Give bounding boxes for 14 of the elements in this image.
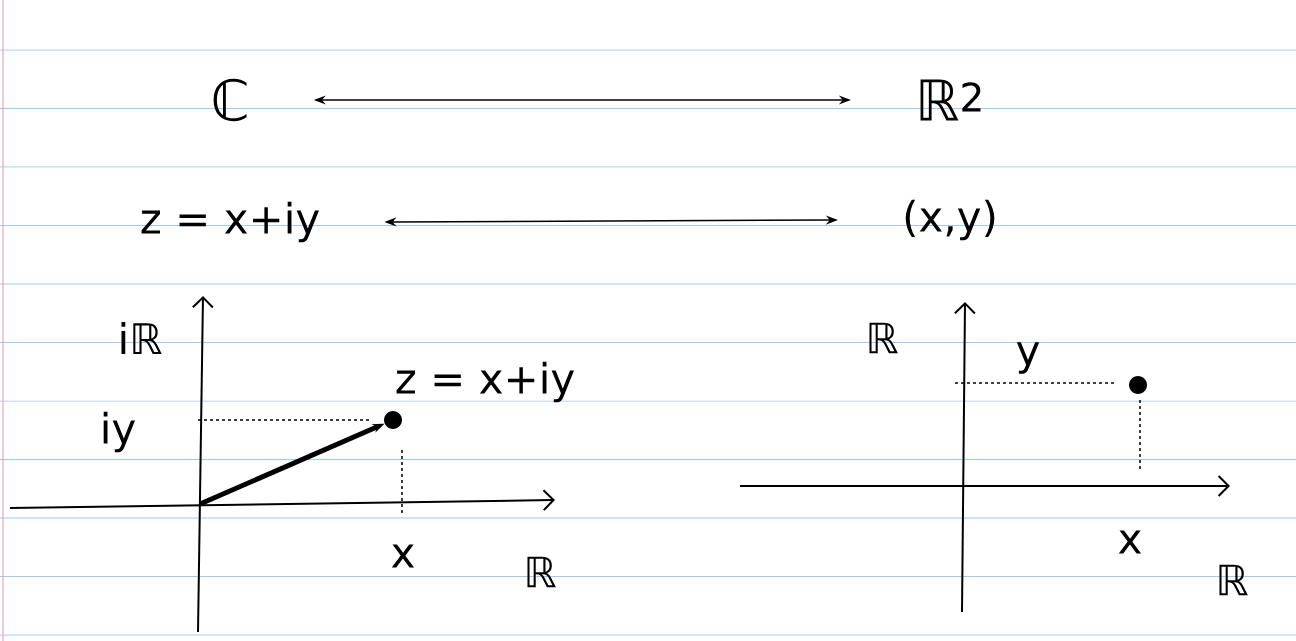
axis-label: iℝ (121, 322, 162, 354)
axis-label: x (391, 544, 415, 568)
math-text: ℂ (213, 78, 247, 122)
axis-label: ℝ (527, 556, 556, 588)
math-text: (x,y) (905, 199, 995, 241)
axis-label: x (1118, 530, 1142, 554)
point-label: z = x+iy (396, 361, 574, 403)
axis-label: y (1016, 342, 1040, 374)
axis-label: iy (103, 411, 135, 453)
axis-label: ℝ (1219, 564, 1248, 596)
axis-label: ℝ (869, 322, 898, 354)
math-text: ℝ$^{2}$ (920, 79, 981, 121)
point-dot (384, 411, 402, 429)
math-text: z = x+iy (141, 201, 319, 243)
